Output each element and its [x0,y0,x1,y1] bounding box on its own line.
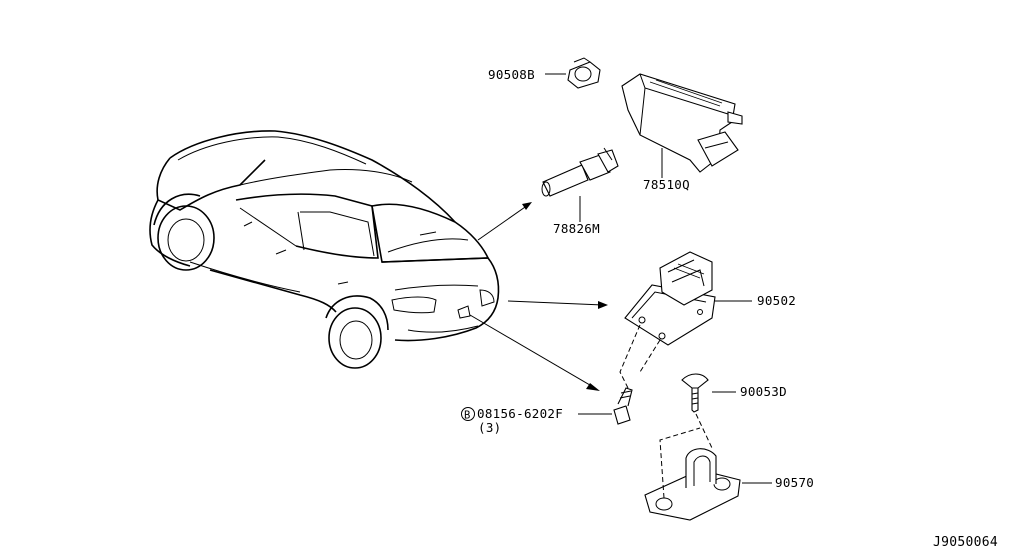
label-90502: 90502 [757,293,796,308]
label-90570: 90570 [775,475,814,490]
label-90508b: 90508B [488,67,535,82]
callout-arrows [469,202,608,391]
label-08156-prefix: B [464,410,471,422]
label-08156-qty: (3) [478,420,501,435]
part-90508b-clip [545,57,601,89]
part-90502-lock [619,251,752,389]
label-08156: 08156-6202F [477,406,563,421]
drawing-code: J9050064 [933,535,998,550]
part-78826m-socket [541,147,619,222]
bolt-prefix-circle [461,407,475,421]
part-08156-bolt [578,387,633,425]
part-78510q-actuator [621,73,743,178]
part-90570-striker [644,427,772,521]
label-78826m: 78826M [553,221,600,236]
label-90053d: 90053D [740,384,787,399]
label-08156-group: B 08156-6202F (3) [461,406,563,435]
vehicle-illustration [149,130,500,369]
label-78510q: 78510Q [643,177,690,192]
part-90053d-screw [681,373,736,449]
